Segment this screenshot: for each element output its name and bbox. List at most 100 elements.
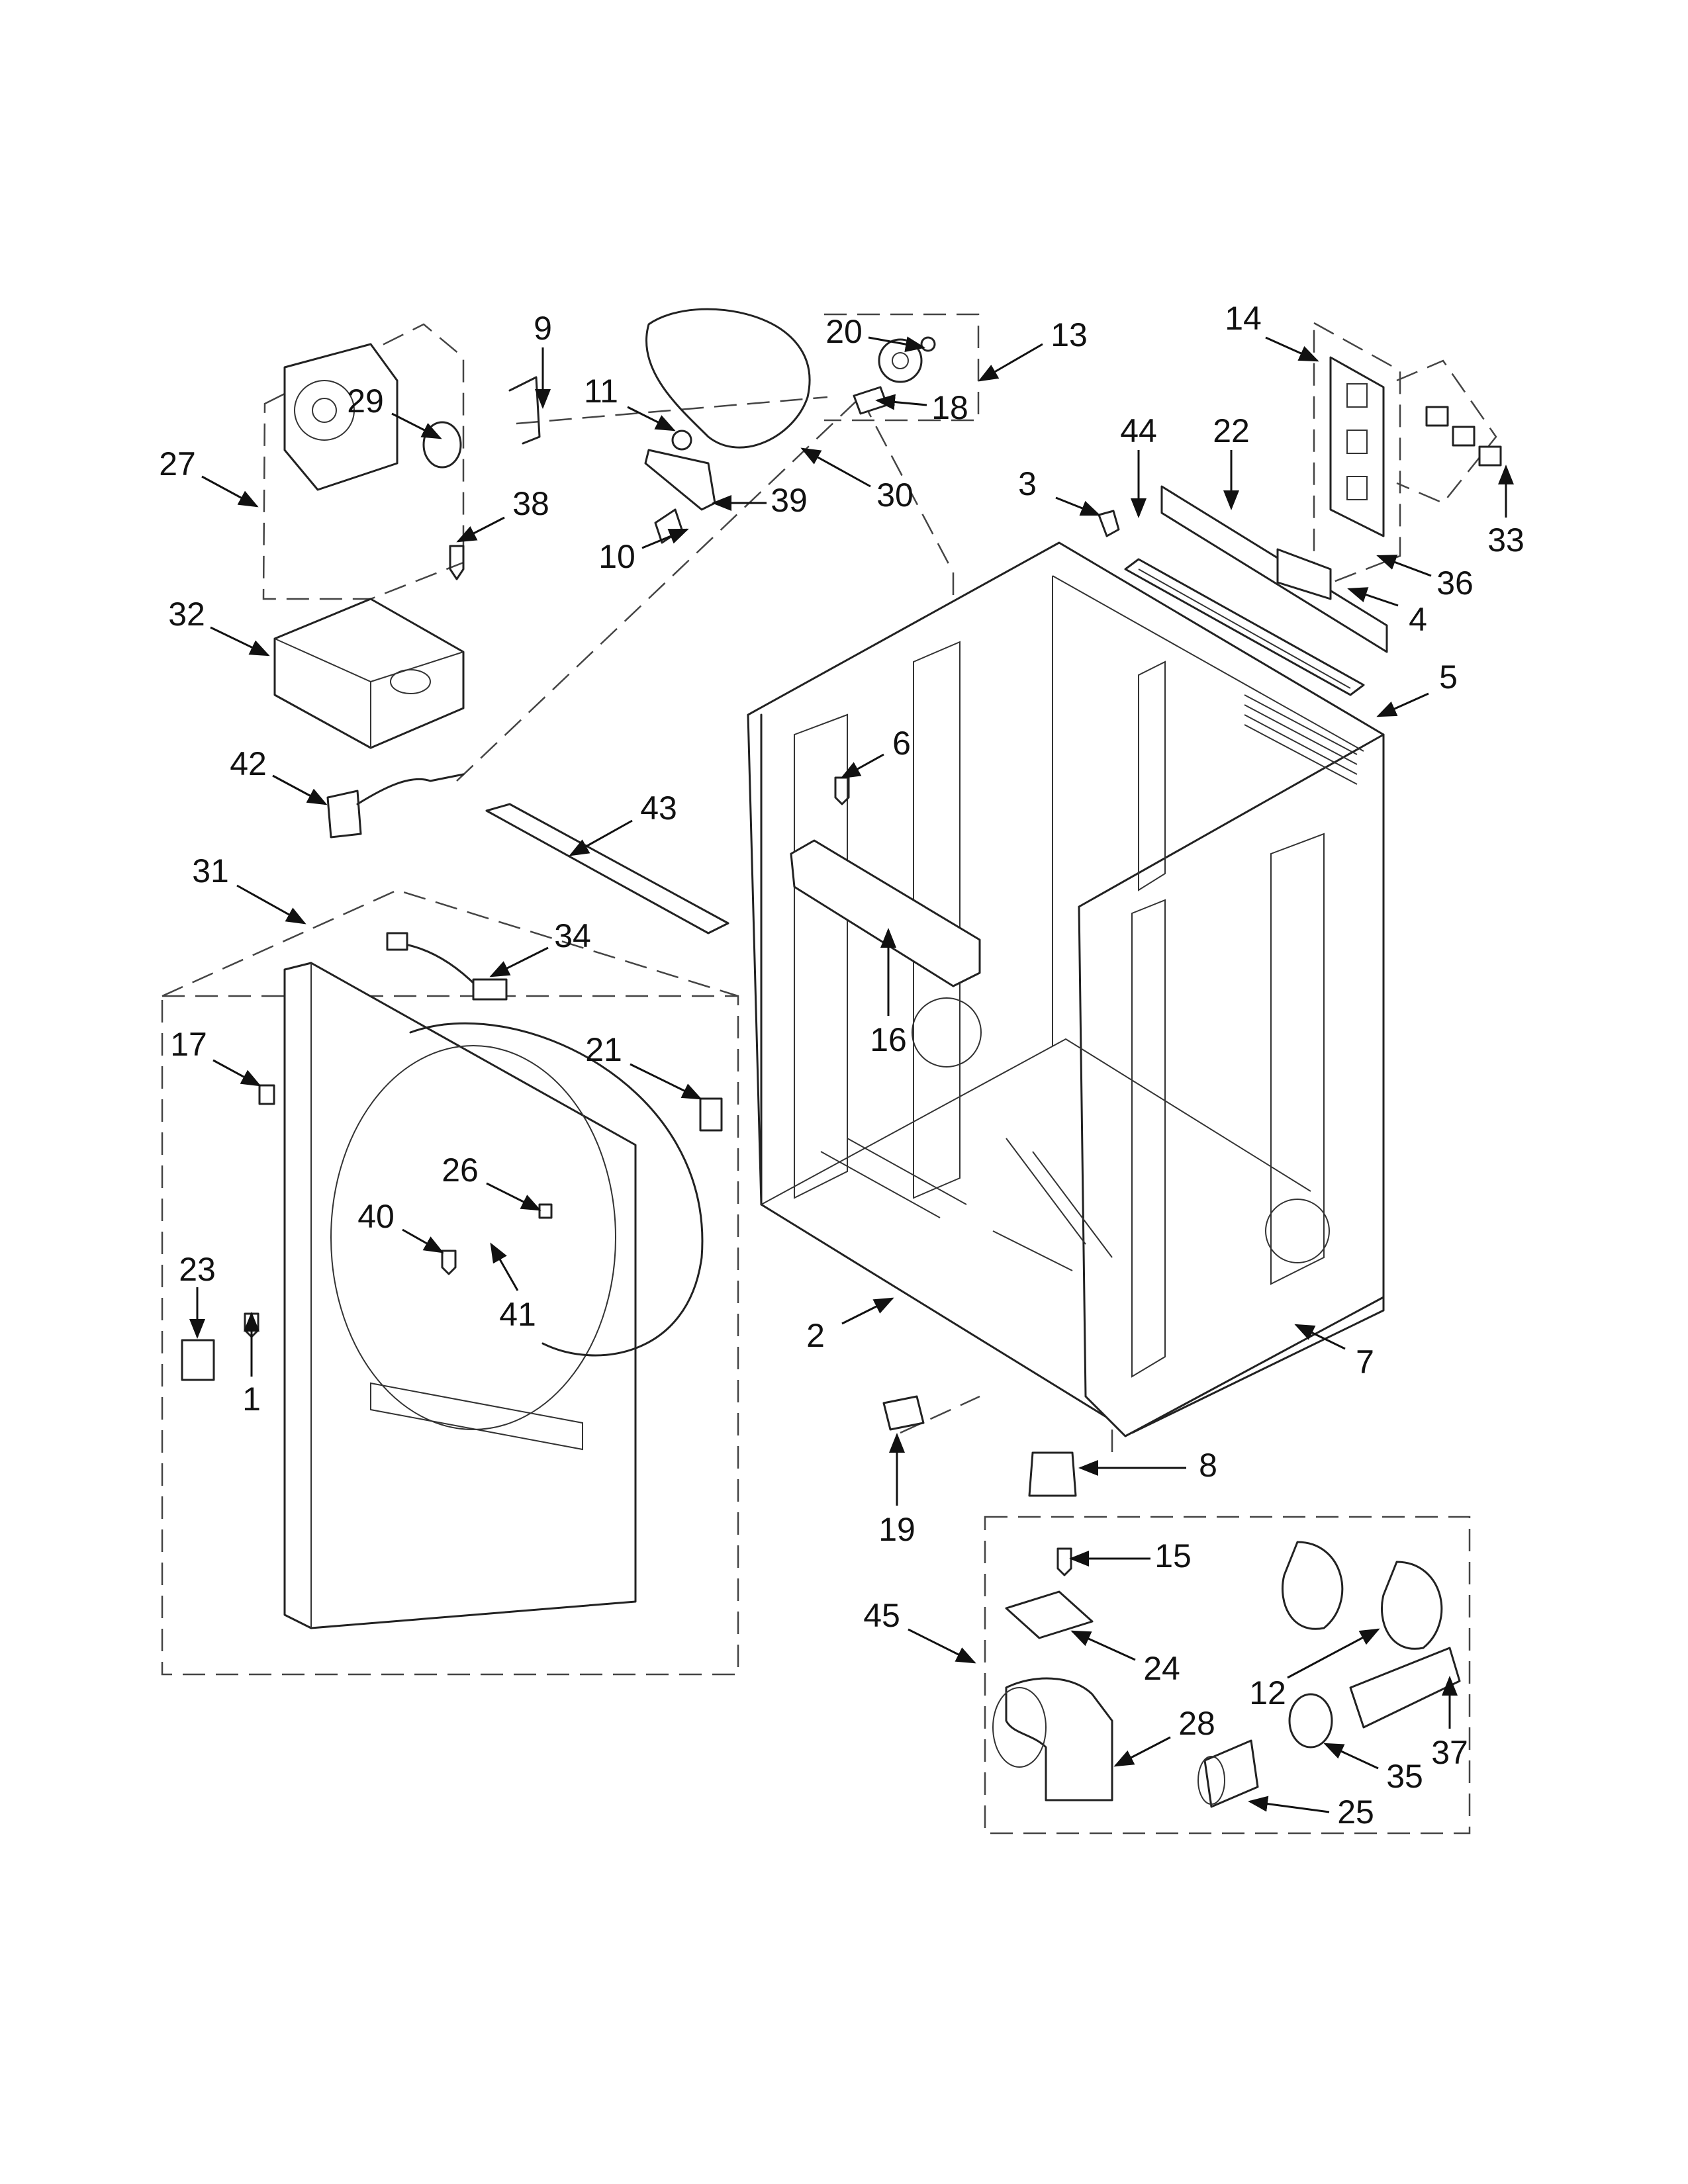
callout-number: 7 — [1356, 1343, 1374, 1381]
callout-leader — [489, 946, 549, 978]
foot-8 — [1028, 1451, 1077, 1497]
callout-leader — [210, 626, 270, 657]
callout-leader — [486, 1182, 541, 1211]
belt-30 — [645, 308, 811, 449]
callout-number: 1 — [242, 1381, 261, 1418]
dash-link-6 — [900, 1395, 980, 1434]
callout-45: 45 — [863, 1597, 976, 1664]
callout-number: 44 — [1120, 412, 1157, 449]
callout-3: 3 — [1018, 465, 1101, 516]
callout-number: 9 — [534, 310, 552, 347]
callout-9: 9 — [534, 310, 552, 409]
callout-number: 26 — [442, 1152, 479, 1189]
hood-12a — [1282, 1541, 1344, 1630]
callout-leader — [840, 753, 884, 779]
top-bracket — [1124, 485, 1388, 696]
motor-mount-32 — [273, 598, 465, 749]
hinge-17 — [258, 1084, 275, 1105]
cabinet-base-ribs — [820, 1138, 1113, 1271]
group-outline-45 — [984, 1516, 1471, 1835]
cabinet-floor — [761, 1038, 1311, 1205]
callout-number: 38 — [512, 485, 549, 522]
cabinet-vent-slats — [1244, 694, 1358, 785]
screw-15 — [1056, 1547, 1072, 1576]
clip-9 — [508, 376, 541, 445]
callout-number: 3 — [1018, 465, 1037, 502]
callout-leader — [1248, 1796, 1330, 1813]
callout-number: 31 — [192, 852, 229, 889]
callout-number: 25 — [1337, 1794, 1374, 1831]
dash-link-1 — [516, 396, 828, 425]
handle-recess — [370, 1382, 583, 1451]
callout-4: 4 — [1347, 587, 1427, 638]
callout-number: 16 — [870, 1021, 907, 1058]
callout-number: 21 — [585, 1031, 622, 1068]
callout-leader — [630, 1063, 702, 1100]
callout-23: 23 — [179, 1251, 216, 1339]
callout-34: 34 — [489, 917, 591, 978]
callout-number: 19 — [878, 1511, 915, 1548]
callout-10: 10 — [598, 528, 689, 575]
callout-41: 41 — [490, 1242, 536, 1333]
callout-leader — [800, 447, 871, 488]
callout-number: 34 — [554, 917, 591, 954]
cabinet-hardware — [790, 510, 1120, 1497]
callout-leader — [1287, 1628, 1380, 1679]
callout-number: 23 — [179, 1251, 216, 1288]
callout-37: 37 — [1431, 1676, 1468, 1771]
callout-leader — [1070, 1630, 1136, 1661]
cabinet-panel-recess-4 — [1270, 833, 1325, 1285]
cabinet-exhaust-hole — [1265, 1199, 1330, 1263]
bracket-44 — [1124, 558, 1365, 696]
washer-20 — [920, 336, 936, 352]
callout-18: 18 — [875, 389, 968, 426]
callout-number: 2 — [806, 1317, 825, 1354]
callout-number: 17 — [170, 1026, 207, 1063]
bracket-44-detail — [1138, 569, 1351, 689]
clamp-25 — [1203, 1739, 1259, 1808]
cabinet-panel-recess-5 — [1138, 660, 1166, 891]
cabinet — [747, 541, 1385, 1437]
strike-21 — [699, 1097, 723, 1132]
callout-number: 4 — [1409, 601, 1427, 638]
callout-13: 13 — [978, 316, 1088, 382]
callout-number: 39 — [771, 482, 808, 519]
callout-leader — [236, 884, 306, 925]
callout-number: 32 — [168, 596, 205, 633]
callout-leader — [1265, 336, 1319, 362]
callout-1: 1 — [242, 1312, 261, 1418]
callout-number: 22 — [1213, 412, 1250, 449]
callout-number: 15 — [1154, 1537, 1192, 1574]
callout-number: 29 — [347, 383, 384, 420]
callout-leader — [1376, 692, 1429, 717]
motor-assembly — [273, 343, 541, 749]
callout-leader — [1294, 1324, 1346, 1350]
callout-leader — [641, 528, 689, 549]
callout-27: 27 — [159, 445, 259, 508]
callout-number: 41 — [499, 1296, 536, 1333]
clip-26 — [538, 1203, 553, 1219]
terminal-strip-14 — [1329, 356, 1385, 537]
callout-leader — [875, 394, 927, 410]
callout-2: 2 — [806, 1297, 894, 1354]
door-seal — [409, 1022, 704, 1357]
clip-19 — [882, 1395, 925, 1431]
idler-bolt-11 — [671, 430, 692, 451]
duct-37 — [1349, 1647, 1461, 1729]
callout-16: 16 — [870, 928, 907, 1058]
callout-number: 33 — [1487, 522, 1524, 559]
callout-40: 40 — [357, 1198, 444, 1253]
callout-leader — [978, 343, 1043, 382]
callout-leader — [201, 475, 259, 508]
callout-15: 15 — [1069, 1537, 1192, 1574]
callout-8: 8 — [1078, 1447, 1217, 1484]
callout-7: 7 — [1294, 1324, 1374, 1381]
callout-30: 30 — [800, 447, 914, 514]
callout-number: 28 — [1178, 1705, 1215, 1742]
cabinet-panel-recess-3 — [1131, 899, 1166, 1378]
callout-39: 39 — [712, 482, 808, 519]
callout-leader — [1347, 587, 1399, 607]
bracket-16 — [790, 839, 981, 987]
